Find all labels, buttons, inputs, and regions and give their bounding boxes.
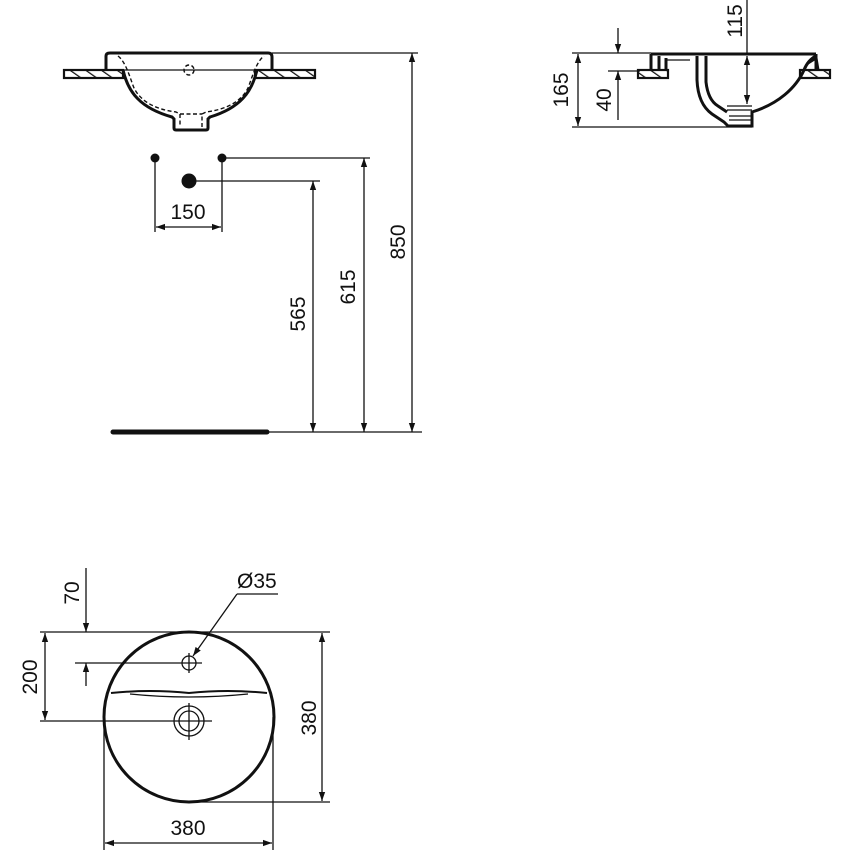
- side-bowl-outer: [695, 54, 817, 128]
- countertop-right: [253, 68, 317, 80]
- dim-label-depth: 380: [298, 700, 321, 735]
- overflow-slot: [110, 690, 268, 695]
- countertop-side-left: [636, 68, 670, 80]
- front-view: 150 565 615 850: [62, 51, 422, 435]
- basin-bowl: [121, 69, 259, 132]
- leader-tap-hole: [192, 593, 238, 657]
- dim-label-bowl-depth: 115: [724, 4, 747, 37]
- basin-rim: [104, 51, 274, 70]
- side-bowl-inner: [704, 56, 728, 114]
- dim-label-waste-height: 565: [287, 296, 310, 331]
- countertop-left: [62, 68, 125, 80]
- side-view: 165 40 115: [550, 0, 832, 128]
- dim-label-supply-height: 615: [337, 269, 360, 304]
- plan-view: Ø35 70 200 380 380: [19, 568, 330, 850]
- dim-label-rim-height: 850: [387, 224, 410, 259]
- dim-label-tap-hole-diameter: Ø35: [237, 570, 277, 593]
- dim-label-tap-spacing: 150: [170, 201, 205, 224]
- dim-label-tap-from-back: 70: [61, 581, 84, 604]
- dim-label-overall-depth: 165: [550, 72, 573, 107]
- dim-label-waste-from-back: 200: [19, 659, 42, 694]
- dim-label-rim-above-counter: 40: [593, 88, 616, 111]
- dim-label-width: 380: [170, 817, 205, 840]
- basin-inner-hidden-line: [117, 55, 265, 127]
- overflow-hole: [183, 64, 195, 76]
